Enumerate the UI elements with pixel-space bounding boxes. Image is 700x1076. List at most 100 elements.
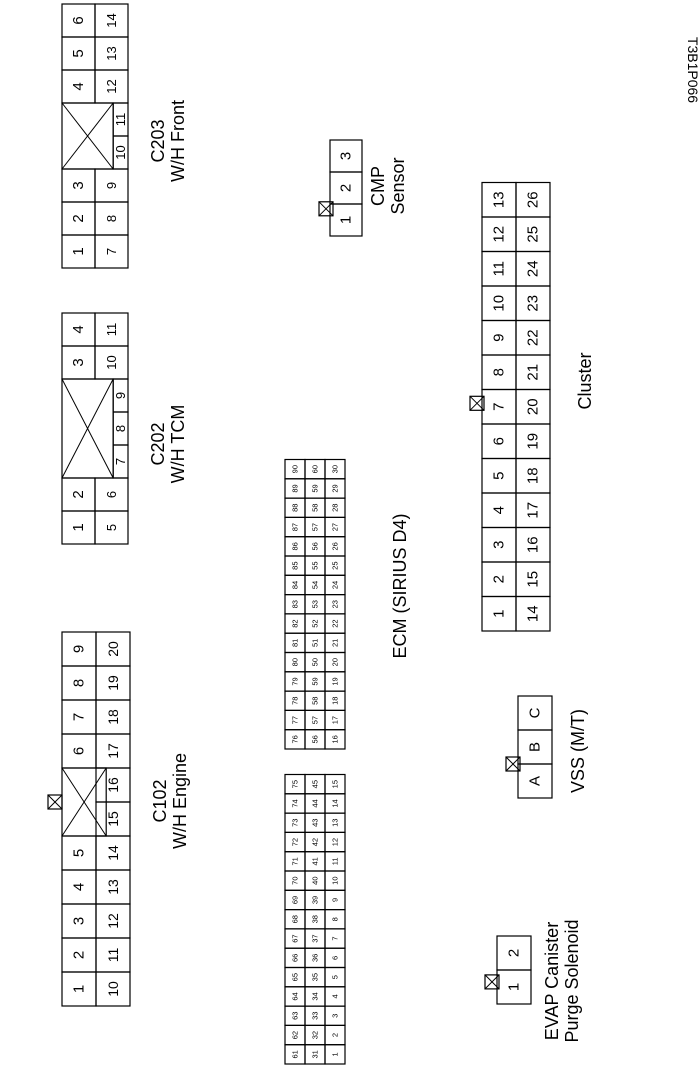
pin-number: 9 (104, 182, 119, 189)
pin-number: 19 (525, 433, 542, 450)
pin-number: 65 (291, 973, 300, 981)
pin-number: 57 (311, 716, 320, 724)
pin-number: 10 (491, 295, 508, 312)
pin-number: 30 (331, 465, 340, 473)
pin-number: 80 (291, 658, 300, 666)
pin-number: 23 (525, 295, 542, 312)
pin-number: 15 (105, 811, 121, 827)
connector-title: CMP (368, 166, 388, 206)
pin-cell (95, 631, 131, 667)
pin-number: 11 (104, 323, 119, 337)
pin-number: 52 (311, 619, 320, 627)
pin-cell (94, 168, 129, 203)
pin-number: 10 (105, 981, 121, 997)
pin-number: 50 (311, 658, 320, 666)
pin-number: 22 (525, 329, 542, 346)
pin-number: 10 (113, 145, 128, 159)
pin-number: 16 (105, 777, 121, 793)
connector-title: VSS (M/T) (568, 709, 588, 793)
latch-key (484, 974, 500, 990)
connector-title: Sensor (388, 157, 408, 214)
pin-number: 62 (291, 1031, 300, 1039)
pin-number: 1 (491, 610, 508, 618)
pin-number: 12 (491, 226, 508, 243)
pin-number: 3 (338, 152, 355, 160)
pin-number: 45 (311, 780, 320, 788)
connector-title: ECM (SIRIUS D4) (390, 513, 410, 658)
pin-number: 7 (491, 403, 508, 411)
pin-number: 19 (105, 675, 121, 691)
pin-number: 13 (104, 46, 119, 60)
pin-number: 18 (525, 467, 542, 484)
pin-number: 9 (113, 392, 128, 399)
connector-title: Cluster (575, 352, 595, 409)
pin-number: 14 (104, 13, 119, 27)
pin-number: 19 (331, 677, 340, 685)
pin-number: 9 (71, 645, 88, 653)
pin-number: 2 (506, 949, 523, 957)
pin-number: 36 (311, 954, 320, 962)
pin-number: 11 (105, 948, 121, 963)
pin-cell (94, 477, 129, 512)
pin-number: 63 (291, 1012, 300, 1020)
pin-number: 18 (105, 709, 121, 725)
pin-number: 90 (291, 465, 300, 473)
pin-number: 9 (491, 334, 508, 342)
pin-number: 83 (291, 600, 300, 608)
pin-number: 7 (71, 713, 88, 721)
pin-number: 73 (291, 819, 300, 827)
pin-number: 1 (506, 983, 523, 991)
pin-number: 8 (491, 368, 508, 376)
pin-number: 1 (331, 1052, 340, 1056)
pin-number: 38 (311, 915, 320, 923)
pin-number: 14 (105, 845, 121, 861)
pin-number: 41 (311, 857, 320, 865)
pin-number: 8 (331, 917, 340, 921)
pin-number: 2 (338, 184, 355, 192)
pin-number: 78 (291, 697, 300, 705)
pin-number: 84 (291, 581, 300, 589)
pin-number: 82 (291, 619, 300, 627)
pin-number: 25 (525, 226, 542, 243)
pin-number: 3 (70, 358, 87, 366)
connector-title: W/H Engine (170, 753, 190, 849)
pin-number: 12 (104, 79, 119, 93)
pin-number: 12 (105, 913, 121, 929)
pin-number: 51 (311, 639, 320, 647)
pin-cell (515, 181, 551, 218)
pin-number: 21 (331, 639, 340, 647)
pin-number: 25 (331, 561, 340, 569)
pin-number: 43 (311, 819, 320, 827)
pin-number: 4 (70, 82, 87, 90)
pin-number: 1 (338, 216, 355, 224)
pin-number: B (527, 742, 544, 752)
pin-number: 13 (331, 819, 340, 827)
pin-number: 6 (104, 491, 119, 498)
pin-number: 5 (331, 975, 340, 979)
connector-ecm: 6162636465666768697071727374753132333435… (284, 458, 410, 1065)
pin-number: 4 (491, 506, 508, 514)
pin-number: 18 (331, 697, 340, 705)
pin-cell (329, 139, 363, 173)
pin-number: 6 (71, 747, 88, 755)
pin-number: 11 (113, 113, 128, 127)
pin-number: 5 (70, 49, 87, 57)
pin-number: 14 (525, 605, 542, 622)
pin-cell (517, 695, 553, 731)
pin-number: 40 (311, 876, 320, 884)
pin-number: 2 (331, 1033, 340, 1037)
pin-number: 44 (311, 799, 320, 807)
latch-key (469, 395, 485, 411)
pin-number: 4 (70, 325, 87, 333)
pin-number: 69 (291, 896, 300, 904)
pin-number: 26 (331, 542, 340, 550)
connector-title: C202 (148, 422, 168, 465)
pin-number: 27 (331, 523, 340, 531)
pin-number: 3 (331, 1014, 340, 1018)
pin-number: 81 (291, 639, 300, 647)
pin-number: 79 (291, 677, 300, 685)
pin-number: 12 (331, 838, 340, 846)
